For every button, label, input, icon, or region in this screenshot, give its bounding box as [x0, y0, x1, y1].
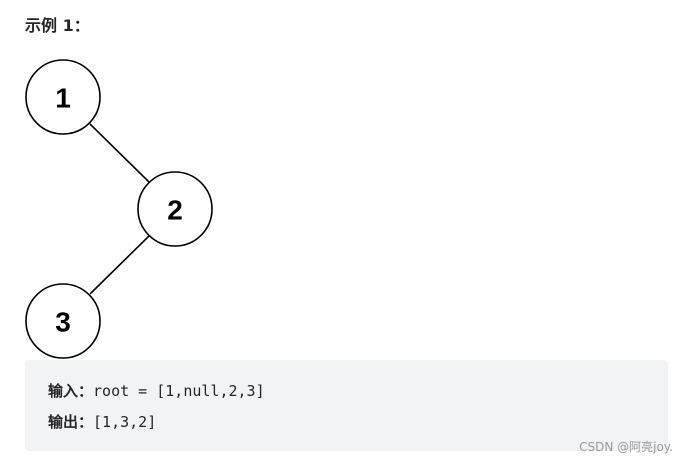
tree-node-3: 3: [25, 283, 101, 359]
tree-node-1-label: 1: [55, 83, 71, 114]
csdn-watermark: CSDN @阿亮joy.: [579, 440, 673, 454]
tree-node-3-label: 3: [55, 307, 71, 338]
tree-node-1-circle: [25, 59, 101, 135]
tree-node-2: 2: [137, 171, 213, 247]
edge-1-2: [89, 123, 150, 183]
output-line: 输出：[1,3,2]: [48, 407, 668, 438]
output-key: 输出：: [48, 413, 94, 431]
tree-node-2-circle: [137, 171, 213, 247]
input-value: root = [1,null,2,3]: [93, 382, 265, 400]
tree-node-3-circle: [25, 283, 101, 359]
tree-node-2-label: 2: [167, 195, 183, 226]
example-code-block: 输入：root = [1,null,2,3] 输出：[1,3,2]: [25, 360, 668, 451]
example-heading: 示例 1：: [25, 16, 90, 35]
tree-node-1: 1: [25, 59, 101, 135]
input-line: 输入：root = [1,null,2,3]: [48, 376, 668, 407]
edge-2-3: [89, 235, 150, 295]
input-key: 输入：: [48, 382, 94, 400]
output-value: [1,3,2]: [93, 413, 157, 431]
